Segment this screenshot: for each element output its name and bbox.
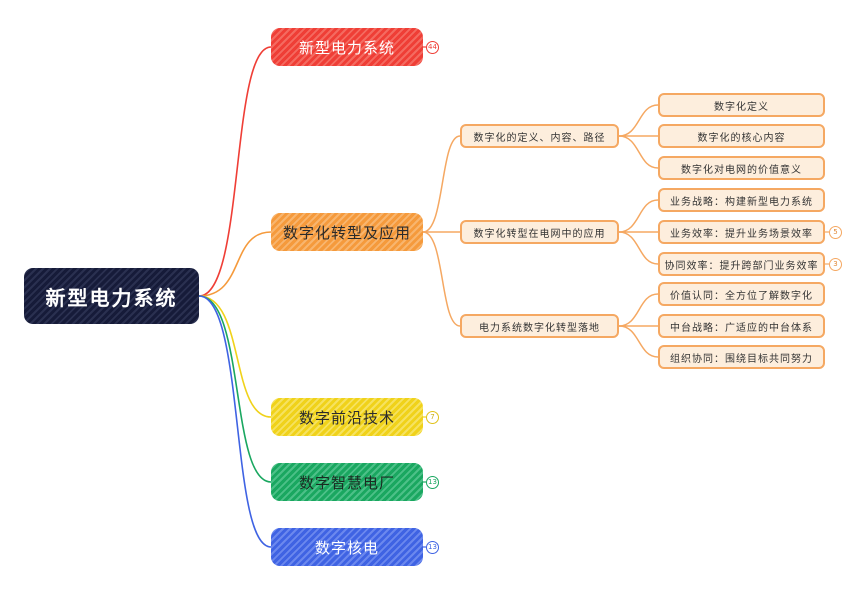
subtopic-grid-application[interactable]: 数字化转型在电网中的应用 (460, 220, 619, 244)
connector-sub3-leaf-1 (618, 293, 659, 327)
leaf-label: 中台战略：广适应的中台体系 (670, 322, 813, 334)
connector-sub1-leaf-1 (618, 104, 659, 137)
connector-branch-sub-3 (422, 231, 461, 327)
branch-new-power-system[interactable]: 新型电力系统 (271, 28, 423, 66)
leaf-item[interactable]: 价值认同：全方位了解数字化 (658, 282, 825, 306)
subtopic-definition[interactable]: 数字化的定义、内容、路径 (460, 124, 619, 148)
leaf-label: 数字化对电网的价值意义 (681, 164, 802, 176)
subtopic-implementation[interactable]: 电力系统数字化转型落地 (460, 314, 619, 338)
branch-label: 新型电力系统 (298, 38, 395, 57)
branch-count-badge[interactable]: 13 (426, 541, 439, 554)
connector-sub2-leaf-3 (618, 231, 659, 265)
connector-sub2-leaf-1 (618, 199, 659, 233)
leaf-item[interactable]: 组织协同：围绕目标共同努力 (658, 345, 825, 369)
branch-label: 数字前沿技术 (298, 408, 395, 427)
branch-label: 数字化转型及应用 (282, 223, 411, 242)
branch-digital-nuclear[interactable]: 数字核电 (271, 528, 423, 566)
leaf-label: 协同效率：提升跨部门业务效率 (664, 260, 819, 272)
leaf-label: 业务战略：构建新型电力系统 (670, 196, 813, 208)
leaf-label: 数字化的核心内容 (697, 132, 786, 144)
connector-root-branch-3 (198, 295, 272, 418)
branch-label: 数字核电 (314, 538, 379, 557)
branch-count-badge[interactable]: 7 (426, 411, 439, 424)
branch-count-badge[interactable]: 44 (426, 41, 439, 54)
leaf-label: 数字化定义 (714, 101, 769, 113)
branch-digital-transformation[interactable]: 数字化转型及应用 (271, 213, 423, 251)
connector-sub1-leaf-3 (618, 135, 659, 169)
leaf-item[interactable]: 数字化的核心内容 (658, 124, 825, 148)
leaf-label: 组织协同：围绕目标共同努力 (670, 353, 813, 365)
leaf-count-badge[interactable]: 5 (829, 226, 842, 239)
leaf-item[interactable]: 业务效率：提升业务场景效率 (658, 220, 825, 244)
subtopic-label: 电力系统数字化转型落地 (479, 322, 600, 334)
connector-root-branch-5 (198, 295, 272, 548)
leaf-label: 业务效率：提升业务场景效率 (670, 228, 813, 240)
branch-label: 数字智慧电厂 (298, 473, 395, 492)
connector-root-branch-1 (198, 46, 272, 297)
branch-digital-smart-plant[interactable]: 数字智慧电厂 (271, 463, 423, 501)
root-label: 新型电力系统 (45, 285, 178, 310)
root-node[interactable]: 新型电力系统 (24, 268, 199, 324)
connector-branch-sub-1 (422, 135, 461, 233)
branch-count-badge[interactable]: 13 (426, 476, 439, 489)
leaf-item[interactable]: 协同效率：提升跨部门业务效率 (658, 252, 825, 276)
leaf-item[interactable]: 数字化定义 (658, 93, 825, 117)
connector-root-branch-4 (198, 295, 272, 483)
connector-root-branch-2 (198, 231, 272, 297)
subtopic-label: 数字化转型在电网中的应用 (473, 228, 606, 240)
leaf-label: 价值认同：全方位了解数字化 (670, 290, 813, 302)
connector-sub3-leaf-3 (618, 325, 659, 358)
leaf-item[interactable]: 中台战略：广适应的中台体系 (658, 314, 825, 338)
leaf-item[interactable]: 业务战略：构建新型电力系统 (658, 188, 825, 212)
leaf-item[interactable]: 数字化对电网的价值意义 (658, 156, 825, 180)
subtopic-label: 数字化的定义、内容、路径 (473, 132, 606, 144)
leaf-count-badge[interactable]: 3 (829, 258, 842, 271)
branch-digital-frontier-tech[interactable]: 数字前沿技术 (271, 398, 423, 436)
